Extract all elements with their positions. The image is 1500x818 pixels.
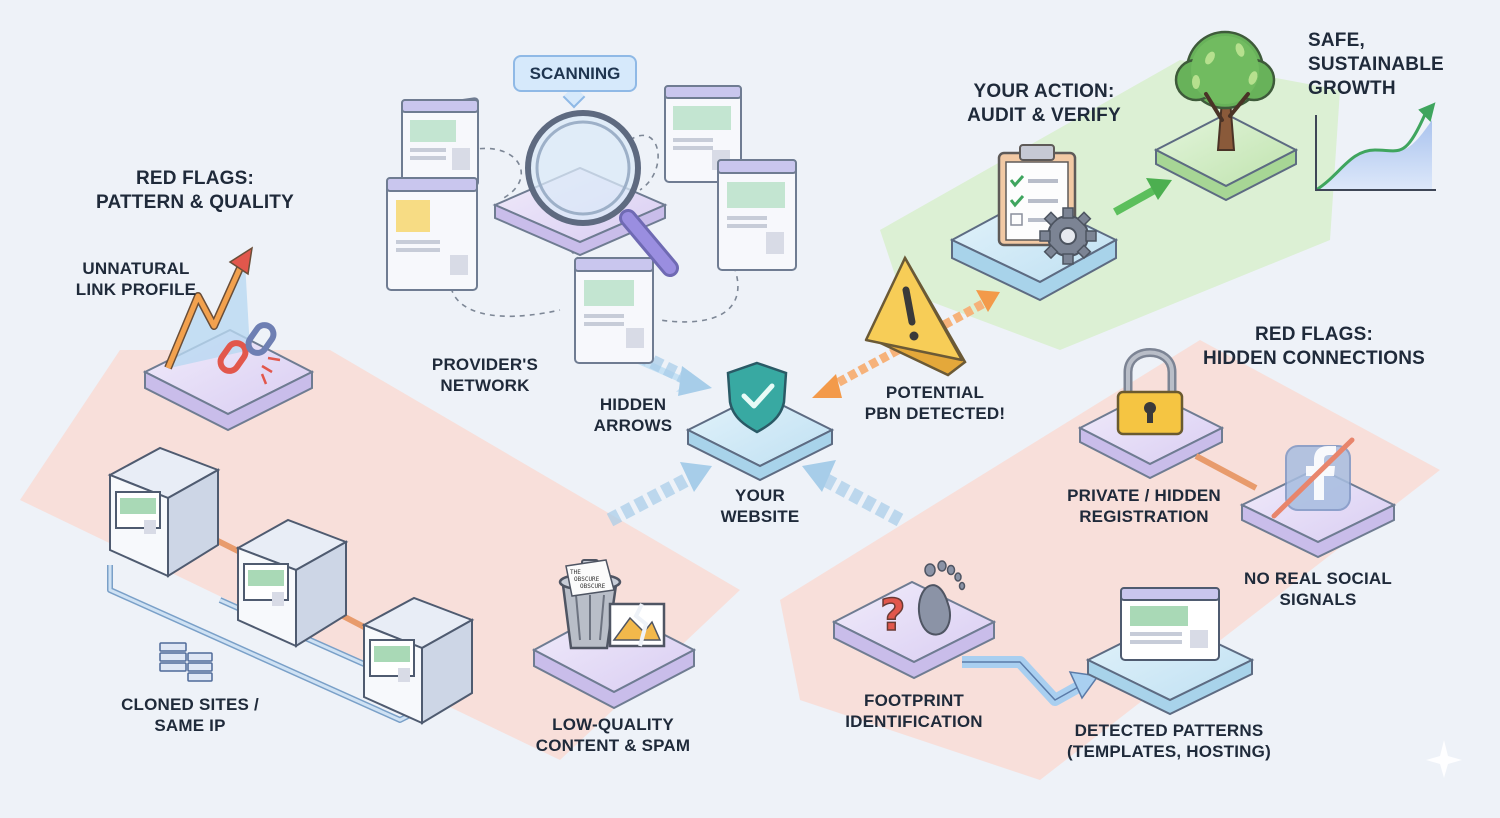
hidden-arrow-right: [802, 460, 904, 527]
facebook-icon: [1271, 437, 1355, 519]
footprint-label: FOOTPRINT IDENTIFICATION: [840, 690, 988, 732]
trash-icon: THE OBSCURE OBSCURE: [558, 559, 622, 650]
server-icon: [159, 642, 213, 682]
gear-icon: [1039, 207, 1097, 265]
your-website-line-2: WEBSITE: [720, 507, 800, 526]
trash-note-line-2: OBSCURE: [574, 576, 600, 583]
safe-growth-title: SAFE, SUSTAINABLE GROWTH: [1308, 29, 1458, 101]
red-flags-hidden-title: RED FLAGS: HIDDEN CONNECTIONS: [1200, 323, 1428, 371]
low-quality-line-2: CONTENT & SPAM: [535, 736, 691, 755]
browser-window-icon: [1120, 587, 1220, 661]
footprint-arrow: [962, 656, 1100, 706]
detected-patterns-line-2: (TEMPLATES, HOSTING): [1067, 742, 1271, 761]
magnifier-icon: [525, 110, 679, 277]
red-flags-pattern-line-1: RED FLAGS:: [135, 168, 255, 189]
growth-arrow: [1113, 178, 1172, 216]
warning-icon: [864, 255, 967, 377]
potential-pbn-label: POTENTIAL PBN DETECTED!: [862, 382, 1008, 424]
trend-arrow-icon: [164, 246, 253, 370]
footprint-line-2: IDENTIFICATION: [845, 712, 983, 731]
detected-patterns-line-1: DETECTED PATTERNS: [1074, 721, 1264, 740]
crumpled-paper: THE OBSCURE OBSCURE: [565, 559, 615, 597]
potential-pbn-line-2: PBN DETECTED!: [864, 404, 1006, 423]
growth-chart-icon: [1315, 102, 1436, 192]
scanning-badge: SCANNING: [513, 55, 637, 92]
safe-growth-line-3: GROWTH: [1308, 78, 1396, 99]
trash-note-line-1: THE: [570, 569, 581, 576]
unnatural-link-line-2: LINK PROFILE: [75, 280, 197, 299]
sparkle-icon: [1426, 740, 1462, 778]
no-social-label: NO REAL SOCIAL SIGNALS: [1240, 568, 1396, 610]
hidden-arrows-line-2: ARROWS: [593, 416, 673, 435]
no-social-line-2: SIGNALS: [1279, 590, 1357, 609]
clipboard-icon: [997, 144, 1077, 247]
footprint-platform: [831, 580, 997, 680]
network-windows: [386, 85, 797, 364]
your-website-label: YOUR WEBSITE: [710, 485, 810, 527]
trash-note-line-3: OBSCURE: [580, 583, 606, 590]
potential-pbn-line-1: POTENTIAL: [885, 383, 985, 402]
red-flags-hidden-line-2: HIDDEN CONNECTIONS: [1202, 348, 1426, 369]
hidden-arrow-left: [606, 462, 712, 527]
your-website-line-1: YOUR: [735, 486, 785, 505]
footprint-icon: [917, 560, 966, 636]
red-flags-pattern-line-2: PATTERN & QUALITY: [96, 192, 294, 213]
providers-network-line-2: NETWORK: [440, 376, 530, 395]
your-action-line-2: AUDIT & VERIFY: [967, 105, 1121, 126]
broken-link-icon: [217, 322, 281, 385]
red-zone-right: [780, 340, 1440, 780]
your-action-line-1: YOUR ACTION:: [973, 81, 1115, 102]
shield-check-icon: [726, 361, 788, 434]
no-social-line-1: NO REAL SOCIAL: [1244, 569, 1392, 588]
hidden-arrows-line-1: HIDDEN: [599, 395, 667, 414]
broken-image-icon: [608, 602, 666, 648]
lock-icon: [1116, 348, 1184, 436]
red-flags-hidden-line-1: RED FLAGS:: [1254, 324, 1374, 345]
safe-growth-line-1: SAFE,: [1308, 30, 1365, 51]
low-quality-line-1: LOW-QUALITY: [552, 715, 674, 734]
cloned-site-cubes: [107, 446, 475, 725]
private-registration-line-2: REGISTRATION: [1079, 507, 1209, 526]
footprint-line-1: FOOTPRINT: [863, 691, 964, 710]
svg-text:?: ?: [880, 590, 906, 641]
private-registration-line-1: PRIVATE / HIDDEN: [1067, 486, 1221, 505]
safe-growth-line-2: SUSTAINABLE: [1308, 54, 1444, 75]
hidden-arrows-label: HIDDEN ARROWS: [588, 394, 678, 436]
unnatural-link-label: UNNATURAL LINK PROFILE: [70, 258, 202, 300]
providers-network-label: PROVIDER'S NETWORK: [420, 354, 550, 396]
cloned-sites-line-1: CLONED SITES /: [121, 695, 259, 714]
red-flags-pattern-title: RED FLAGS: PATTERN & QUALITY: [90, 167, 300, 215]
providers-network-line-1: PROVIDER'S: [431, 355, 539, 374]
question-icon: ?: [879, 589, 906, 642]
your-action-title: YOUR ACTION: AUDIT & VERIFY: [960, 80, 1128, 128]
tree-icon: [1174, 30, 1276, 151]
low-quality-label: LOW-QUALITY CONTENT & SPAM: [530, 714, 696, 756]
lock-to-social-link: [1194, 453, 1258, 491]
cloned-sites-label: CLONED SITES / SAME IP: [114, 694, 266, 736]
cloned-sites-line-2: SAME IP: [154, 716, 226, 735]
pbn-double-arrow: [812, 290, 1000, 398]
detected-patterns-label: DETECTED PATTERNS (TEMPLATES, HOSTING): [1066, 720, 1272, 762]
unnatural-link-line-1: UNNATURAL: [82, 259, 190, 278]
private-registration-label: PRIVATE / HIDDEN REGISTRATION: [1064, 485, 1224, 527]
